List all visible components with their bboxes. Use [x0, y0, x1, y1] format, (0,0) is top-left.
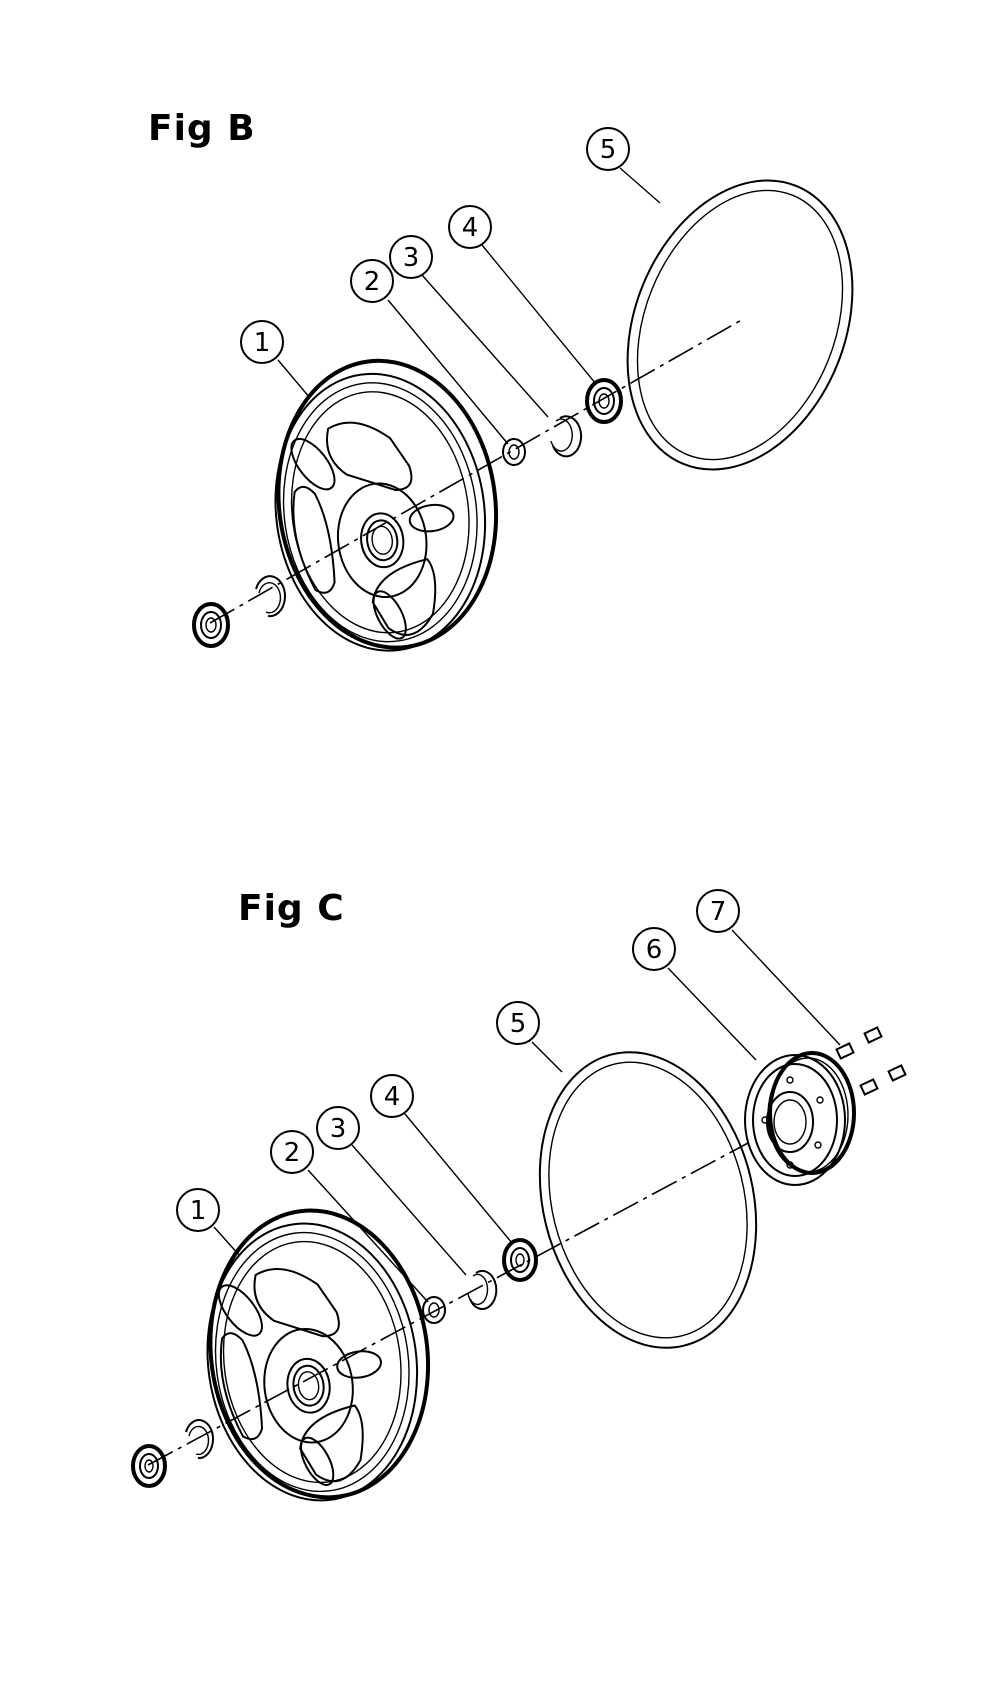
fig-b-callout-3: 3	[389, 235, 433, 279]
fig-b-part-2-spacer	[502, 438, 526, 466]
fig-c-assembly: 1 2 3 4 5 6 7	[131, 889, 907, 1502]
svg-text:4: 4	[384, 1082, 401, 1112]
fig-c-callout-2: 2	[270, 1130, 314, 1174]
fig-c-title: Fig C	[238, 888, 345, 929]
svg-text:2: 2	[284, 1138, 301, 1168]
svg-text:1: 1	[254, 328, 271, 358]
fig-c-leader-6	[667, 967, 757, 1061]
fig-c-callout-1: 1	[176, 1188, 220, 1232]
fig-b-part-3-retaining-ring	[552, 415, 583, 458]
svg-text:1: 1	[190, 1196, 207, 1226]
fig-b-part-4-bearing	[585, 378, 623, 424]
fig-b-callout-4: 4	[448, 205, 492, 249]
fig-c-callout-3: 3	[316, 1106, 360, 1150]
fig-b-left-retaining-ring	[255, 575, 286, 618]
fig-c-part-7-screws	[835, 1026, 907, 1096]
svg-text:4: 4	[462, 213, 479, 243]
fig-c-callout-7: 7	[696, 889, 740, 933]
fig-c-part-5-tire	[538, 1051, 758, 1349]
fig-c-callout-5: 5	[496, 1001, 540, 1045]
fig-b-leader-3	[421, 274, 549, 418]
fig-c-part-2-spacer	[422, 1296, 446, 1324]
fig-b-leader-4	[481, 244, 597, 385]
fig-b-assembly: 1 2 3 4 5	[192, 127, 854, 652]
fig-c-callout-4: 4	[370, 1074, 414, 1118]
fig-b-leader-5	[619, 167, 661, 204]
fig-b-callout-5: 5	[586, 127, 630, 171]
fig-c-leader-4	[404, 1113, 513, 1244]
fig-b-leader-2	[387, 299, 509, 445]
fig-c-part-4-bearing	[502, 1238, 538, 1282]
fig-b-callout-1: 1	[240, 320, 284, 364]
fig-b-part-3-retaining-ring-inner	[550, 418, 573, 452]
fig-b-leader-1	[277, 359, 311, 399]
svg-text:2: 2	[364, 267, 381, 297]
fig-c-part-1-wheel	[206, 1208, 431, 1502]
fig-c-left-bearing	[131, 1444, 167, 1488]
fig-c-left-retaining-ring-inner	[188, 1425, 210, 1456]
fig-b-callout-2: 2	[350, 259, 394, 303]
svg-text:6: 6	[646, 935, 663, 965]
fig-c-part-6-pulley	[744, 1051, 856, 1186]
fig-c-left-retaining-ring	[185, 1419, 214, 1460]
fig-c-leader-3	[351, 1144, 467, 1276]
fig-c-leader-5	[531, 1041, 563, 1073]
svg-text:3: 3	[330, 1114, 347, 1144]
fig-c-leader-7	[731, 929, 841, 1046]
fig-b-title: Fig B	[148, 108, 256, 149]
fig-c-leader-1	[213, 1226, 241, 1257]
fig-c-center-axis	[147, 1142, 749, 1466]
fig-c-part-3-retaining-ring	[469, 1270, 498, 1310]
fig-b-left-retaining-ring-inner	[258, 582, 282, 614]
svg-text:5: 5	[600, 135, 617, 165]
svg-text:3: 3	[403, 243, 420, 273]
svg-text:5: 5	[510, 1009, 527, 1039]
fig-c-part-3-retaining-ring-inner	[467, 1273, 489, 1306]
fig-b-part-5-tire	[626, 179, 854, 471]
fig-c-leader-2	[307, 1169, 429, 1303]
svg-text:7: 7	[710, 897, 727, 927]
fig-b-left-bearing	[192, 602, 230, 648]
fig-b-part-1-wheel	[274, 358, 499, 652]
fig-c-callout-6: 6	[632, 927, 676, 971]
